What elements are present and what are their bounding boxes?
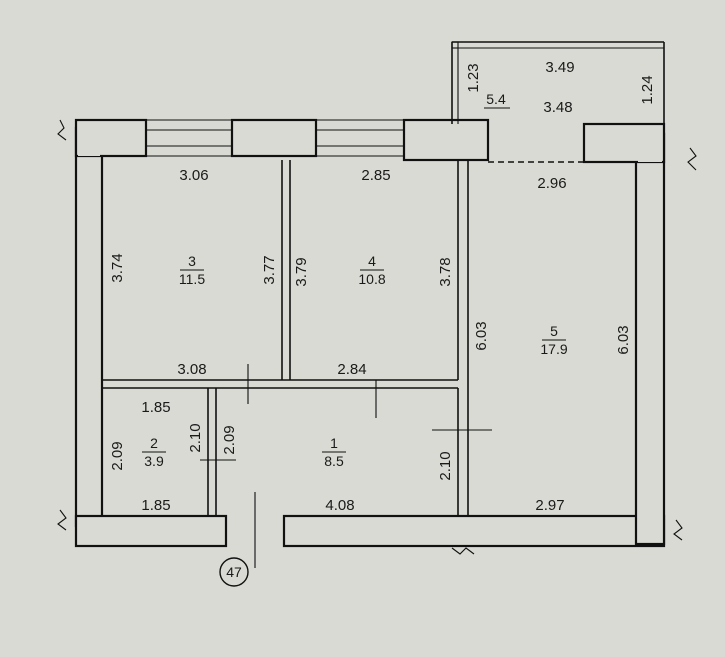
dim-r3-top: 3.06 [179, 167, 208, 184]
balcony [451, 41, 665, 163]
dimension-labels: 3.49 3.48 3.06 2.85 2.96 3.08 2.84 1.85 … [141, 59, 574, 514]
dim-balcony-right: 1.24 [639, 75, 656, 104]
wall-left [74, 126, 104, 528]
wall-pier-1 [230, 118, 318, 158]
apartment-number: 47 [226, 564, 242, 580]
dim-r1-bottom: 4.08 [325, 497, 354, 514]
break-marks [57, 119, 697, 555]
dim-r3-bottom: 3.08 [177, 361, 206, 378]
dim-r2-bottom: 1.85 [141, 497, 170, 514]
room-5-id: 5 [550, 323, 558, 339]
dim-r1-right: 2.10 [437, 451, 454, 480]
room-1-id: 1 [330, 435, 338, 451]
dim-r2-left: 2.09 [109, 441, 126, 470]
exterior-walls [74, 118, 666, 548]
room-3-area: 11.5 [179, 271, 205, 287]
dim-balcony-left: 1.23 [465, 63, 482, 92]
room-4-id: 4 [368, 253, 376, 269]
room-4-area: 10.8 [358, 271, 385, 287]
apartment-number-circle [219, 557, 249, 587]
dim-r4-bottom: 2.84 [337, 361, 366, 378]
balcony-area: 5.4 [486, 91, 506, 107]
room-labels: 3 11.5 4 10.8 5 17.9 2 3.9 1 8.5 5.4 [142, 91, 568, 469]
dim-r4-left: 3.79 [293, 257, 310, 286]
dim-r5-right: 6.03 [615, 325, 632, 354]
room-2-area: 3.9 [144, 453, 164, 469]
dim-r2-right: 2.10 [187, 423, 204, 452]
room-2-id: 2 [150, 435, 158, 451]
wall-right [634, 132, 666, 546]
room-5-area: 17.9 [540, 341, 567, 357]
vertical-dimension-labels: 1.23 1.24 3.74 3.77 3.79 3.78 6.03 6.03 … [109, 63, 656, 480]
dim-balcony-inner: 3.48 [543, 99, 572, 116]
wall-pier-2 [402, 118, 490, 162]
dim-balcony-top: 3.49 [545, 59, 574, 76]
dim-r4-top: 2.85 [361, 167, 390, 184]
dim-r3-right: 3.77 [261, 255, 278, 284]
dim-r2-top: 1.85 [141, 399, 170, 416]
wall-bottom-right [282, 514, 666, 548]
dim-r4-right: 3.78 [437, 257, 454, 286]
dim-r5-bottom: 2.97 [535, 497, 564, 514]
wall-bottom-left [74, 514, 228, 548]
interior-walls [102, 160, 492, 568]
dim-r5-top: 2.96 [537, 175, 566, 192]
room-3-id: 3 [188, 253, 196, 269]
dim-r5-left: 6.03 [473, 321, 490, 350]
windows [146, 119, 404, 157]
dim-r1-left: 2.09 [221, 425, 238, 454]
room-1-area: 8.5 [324, 453, 344, 469]
dim-r3-left: 3.74 [109, 253, 126, 282]
